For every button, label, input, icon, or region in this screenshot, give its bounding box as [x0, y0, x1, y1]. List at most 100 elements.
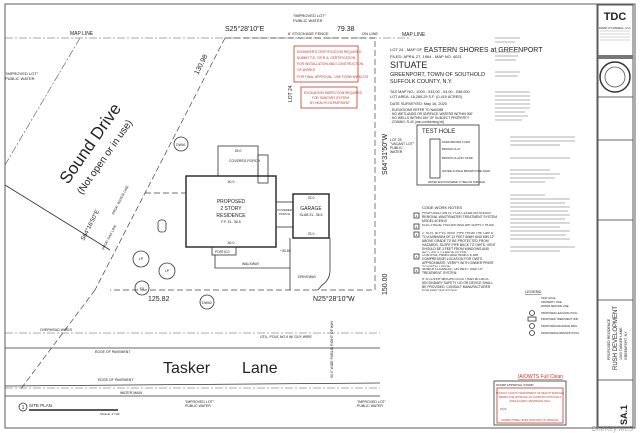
svg-text:PROPOSED EXPANSION POOL: PROPOSED EXPANSION POOL: [541, 331, 580, 335]
on-line-label: ON LINE: [362, 31, 378, 36]
svg-text:BROWN CLAY: BROWN CLAY: [442, 147, 461, 151]
svg-text:SUFFOLK COUNTY DEPARTMENT OF H: SUFFOLK COUNTY DEPARTMENT OF HEALTH SERV…: [496, 392, 565, 395]
svg-text:WATER IN PALE BROWN FINE SAND: WATER IN PALE BROWN FINE SAND: [442, 169, 490, 173]
svg-text:- NO WETLANDS OR SURFACE WATER: - NO WETLANDS OR SURFACE WATERS WITHIN 3…: [390, 112, 473, 116]
general-notes: [495, 37, 575, 252]
gas-line-label: PROP. GAS LINE: [101, 223, 117, 250]
site-plan-number-circle: [18, 402, 28, 412]
svg-text:TEST HOLE: TEST HOLE: [422, 129, 455, 135]
distance-top: 79.38: [337, 26, 355, 33]
drywell-1-label: DW#1: [176, 143, 186, 147]
svg-text:- NO WELLS WITHIN 150' OF SUBJ: - NO WELLS WITHIN 150' OF SUBJECT PROPER…: [390, 116, 470, 120]
sheet-border: [4, 3, 636, 429]
leaching-pool-1: [132, 250, 150, 268]
svg-text:FOR INSTALLATION AND CONSTRUCT: FOR INSTALLATION AND CONSTRUCTION: [297, 62, 364, 66]
public-water-bottom-2: PUBLIC WATER: [357, 404, 383, 408]
svg-text:23.0: 23.0: [308, 232, 315, 236]
leaching-pool-2-label: LP: [165, 269, 170, 273]
health-department-approval-stamp: STAMP APPROVAL STAMP SUFFOLK COUNTY DEPA…: [493, 380, 567, 426]
improved-lot-label: "IMPROVED LOT": [293, 13, 327, 18]
svg-text:PROPERTY LINE: PROPERTY LINE: [541, 300, 562, 304]
firm-name: DAVID O'CONNELL, R.A.: [599, 26, 631, 30]
svg-text:1: 1: [416, 214, 418, 218]
site-plan-number: 1: [22, 405, 25, 411]
leaching-pool-1-label: LP: [139, 257, 144, 261]
engineer-certification-notice: ENGINEER'S CERTIFICATION REQUIRED SUBMIT…: [293, 45, 368, 83]
svg-text:STAMP APPROVAL STAMP: STAMP APPROVAL STAMP: [496, 383, 534, 387]
svg-text:SINGLE FAMILY RESIDENCE ONLY: SINGLE FAMILY RESIDENCE ONLY: [509, 400, 550, 403]
svg-text:2 STORY: 2 STORY: [220, 206, 242, 212]
proposed-residence: 40.0 PROPOSED 2 STORY RESIDENCE F.F. EL.…: [185, 175, 277, 248]
svg-text:SITUATE: SITUATE: [390, 60, 427, 70]
vacant-lot-label: LOT 25 "VACANT LOT" PUBLIC WATER: [390, 138, 415, 154]
right-of-way-label: 50.0' WIDE PUBLIC RIGHT OF WAY: [330, 320, 334, 378]
driveway-outline: [289, 238, 331, 291]
portico: PORTICO: [211, 246, 237, 256]
leaching-pool-2: [158, 262, 176, 280]
svg-text:2: 2: [416, 225, 418, 229]
svg-text:BY HEALTH DEPARTMENT: BY HEALTH DEPARTMENT: [310, 101, 350, 105]
svg-text:F.F. EL. 36.5: F.F. EL. 36.5: [221, 220, 241, 224]
bearing-top: S25°28'10"E: [225, 25, 265, 33]
map-line-label: MAP LINE: [70, 31, 94, 37]
code-note-sewer-cleanout: SEWER CLEANOUT ON INLET SIDE OF TREATMEN…: [422, 268, 484, 275]
bearing-right: S64°31'50"W: [381, 133, 389, 175]
fence-line: [4, 37, 81, 166]
utility-pole-label: UTIL. POLE NO.9 W/ GUY WIRE: [260, 335, 313, 339]
drywell-2: [199, 294, 215, 310]
svg-text:25.0: 25.0: [235, 149, 242, 153]
test-hole-log: TEST HOLE DARK BROWN LOAM BROWN CLAY BRO…: [416, 124, 490, 186]
site-plan-title: SITE PLAN: [29, 403, 52, 408]
edge-of-pavement-label: EDGE OF PAVEMENT: [95, 350, 131, 354]
street-name-tasker: Tasker: [163, 360, 211, 377]
svg-text:PROPOSED: PROPOSED: [217, 199, 246, 205]
property-line-southwest: [19, 289, 96, 391]
public-water-left: PUBLIC WATER: [5, 76, 35, 81]
svg-text:FOR SANITARY SYSTEM: FOR SANITARY SYSTEM: [312, 96, 350, 100]
elevation-label: +35.83: [280, 249, 291, 253]
bearing-bottom: N25°28'10"W: [313, 295, 355, 303]
improved-lot-bottom: "IMPROVED LOT": [185, 400, 215, 404]
drywell-1: [173, 136, 189, 152]
legend: LEGEND TEST HOLE PROPERTY LINE WATER SER…: [525, 289, 580, 336]
water-main-label: WATER MAIN: [120, 391, 142, 395]
svg-text:EXPIRES THREE YEARS FROM DATE: EXPIRES THREE YEARS FROM DATE OF APPROVA…: [501, 419, 559, 422]
svg-text:PERMIT FOR APPROVAL OF CONSTRU: PERMIT FOR APPROVAL OF CONSTRUCTION FOR …: [499, 396, 562, 399]
svg-text:EASTERN SHORES at GREENPORT: EASTERN SHORES at GREENPORT: [424, 47, 543, 54]
lot-line: [4, 184, 111, 251]
walkway-label: WALKWAY: [242, 262, 260, 266]
svg-text:LOT AREA: 18,269.29 S.F. (0.41: LOT AREA: 18,269.29 S.F. (0.419 ACRES): [390, 95, 463, 99]
svg-text:3: 3: [416, 233, 418, 237]
svg-text:PROPOSED LEACHING POOL: PROPOSED LEACHING POOL: [541, 311, 578, 315]
svg-text:FILED: APRIL 27, 1964 - MAP NO: FILED: APRIL 27, 1964 - MAP NO. 4021: [390, 54, 463, 59]
svg-text:SUBMIT P.E. OR R.A. CERTIFICAT: SUBMIT P.E. OR R.A. CERTIFICATION: [297, 56, 356, 60]
svg-text:5: 5: [416, 269, 418, 273]
svg-text:EXCAVATION INSPECTION REQUIRED: EXCAVATION INSPECTION REQUIRED: [304, 91, 363, 95]
svg-text:CODE WORK NOTES: CODE WORK NOTES: [422, 205, 462, 210]
svg-text:40.0: 40.0: [228, 180, 235, 184]
iaowts-label: IA/OWTS Full Clean: [518, 374, 563, 380]
svg-text:TAX MAP NO.: 1000 - 033.00 - 0: TAX MAP NO.: 1000 - 033.00 - 04.00 - 036…: [390, 90, 470, 94]
svg-text:SLAB EL. 35.5: SLAB EL. 35.5: [300, 213, 323, 217]
svg-text:PORTICO: PORTICO: [215, 250, 230, 254]
public-water-label: PUBLIC WATER: [293, 18, 323, 23]
svg-text:GREENPORT, TOWN OF SOUTHOLD: GREENPORT, TOWN OF SOUTHOLD: [390, 72, 485, 78]
distance-bottom: 125.82: [148, 296, 170, 303]
property-line: [110, 37, 376, 291]
svg-text:SUFFOLK COUNTY, N.Y.: SUFFOLK COUNTY, N.Y.: [390, 79, 453, 85]
improved-lot-left: "IMPROVED LOT": [5, 71, 39, 76]
svg-text:PROPOSED TREATMENT UNIT: PROPOSED TREATMENT UNIT: [541, 317, 579, 321]
svg-text:TEST HOLE: TEST HOLE: [541, 296, 556, 300]
svg-text:ENGINEER'S CERTIFICATION REQUI: ENGINEER'S CERTIFICATION REQUIRED: [297, 50, 362, 54]
svg-text:WATER SERVICE LINE: WATER SERVICE LINE: [541, 304, 569, 308]
svg-text:23.0: 23.0: [308, 196, 315, 200]
svg-text:FOR FINAL APPROVAL, USE FORM W: FOR FINAL APPROVAL, USE FORM WWM-073: [297, 75, 368, 79]
client-name: RUSH DEVELOPMENT: [613, 306, 619, 370]
public-water-bottom: PUBLIC WATER: [185, 404, 211, 408]
firm-logo: TDC: [604, 11, 627, 23]
project-address: 1000 TASKER LANE: [619, 327, 623, 360]
svg-text:RESIDENCE: RESIDENCE: [216, 213, 246, 219]
expansion-pool-label: EX: [140, 287, 145, 291]
walkway-outline: [214, 255, 290, 269]
